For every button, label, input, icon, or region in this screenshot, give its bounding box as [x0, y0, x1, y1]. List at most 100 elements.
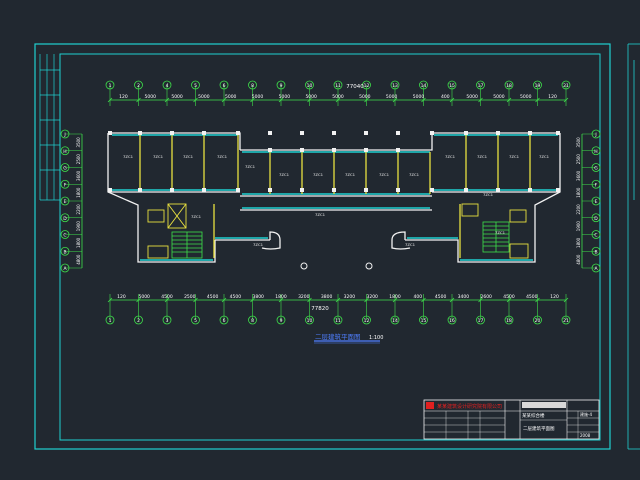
drawing-title: 二层建筑平面图 1:100 [314, 332, 383, 344]
axis-bubble [219, 315, 229, 325]
sheet-frame-inner [59, 53, 601, 441]
axis-label: 21 [563, 318, 569, 324]
span-dimension: 2200 [76, 204, 81, 215]
column [396, 148, 400, 152]
axis-bubble [476, 80, 485, 90]
span-dimension: 2500 [76, 154, 81, 165]
axis-bubble [60, 129, 70, 139]
axis-bubble [276, 315, 286, 325]
axis-label: F [64, 182, 67, 188]
span-dimension: 5000 [520, 94, 532, 100]
axis-label: 19 [535, 83, 541, 89]
dimension-tick [335, 97, 341, 103]
axis-label: 6 [223, 318, 226, 324]
room-tag: 7ZC1 [445, 154, 456, 159]
room-tag: 7ZC1 [183, 154, 194, 159]
axis-bubble [60, 146, 70, 156]
span-dimension: 3400 [458, 294, 470, 300]
span-dimension: 5000 [413, 94, 425, 100]
axis-bubble [248, 80, 257, 90]
span-dimension: 2500 [576, 154, 581, 165]
axis-label: D [594, 216, 598, 222]
axis-label: 5 [194, 83, 197, 89]
axis-label: H [594, 149, 597, 155]
axis-bubble [134, 80, 143, 90]
axis-label: G [594, 166, 598, 172]
column [332, 148, 336, 152]
sheet-date: 2008 [580, 433, 591, 438]
column [138, 131, 142, 135]
axis-bubble [248, 315, 257, 325]
axis-label: B [63, 249, 66, 255]
room-tag: 7ZC1 [315, 212, 326, 217]
dimension-tick [364, 297, 369, 303]
axis-bubble [105, 315, 115, 325]
room-tag: 7ZC1 [153, 154, 164, 159]
column [138, 188, 142, 192]
dimension-tick [421, 297, 426, 303]
axis-bubble [390, 315, 400, 325]
span-dimension: 1800 [389, 294, 401, 300]
span-dimension: 120 [548, 94, 557, 100]
span-dimension: 1900 [76, 221, 81, 232]
axis-bubble [60, 179, 70, 189]
span-dimension: 4500 [161, 294, 173, 300]
room-tag: 7ZC1 [477, 154, 488, 159]
left-dimension-chain: JHGFEDCBA3500250036001800220019001800480… [60, 129, 83, 273]
axis-label: 15 [449, 83, 455, 89]
axis-label: 17 [478, 83, 484, 89]
column [202, 131, 206, 135]
service-core-right [461, 203, 529, 259]
axis-label: D [63, 216, 67, 222]
span-dimension: 5000 [332, 94, 344, 100]
dimension-tick [535, 297, 540, 303]
axis-bubble [476, 315, 485, 325]
room-tag: 7ZC1 [253, 242, 264, 247]
span-dimension: 5000 [466, 94, 478, 100]
room-tag: 7ZC1 [495, 230, 506, 235]
span-dimension: 3200 [344, 294, 356, 300]
stair-left [171, 231, 203, 259]
right-dimension-chain: JHGFEDCBA3500250036001800220019001800480… [576, 129, 601, 273]
span-dimension: 5000 [279, 94, 291, 100]
axis-label: 5 [194, 318, 197, 324]
axis-bubble [561, 80, 571, 90]
axis-label: 13 [392, 83, 398, 89]
column [464, 131, 468, 135]
axis-bubble [105, 80, 115, 90]
span-dimension: 4800 [76, 254, 81, 265]
axis-label: 1 [109, 318, 112, 324]
axis-bubble [561, 315, 571, 325]
dimension-tick [364, 97, 369, 103]
title-block[interactable]: 某某建筑设计研究院有限公司 某某综合楼 二层建筑平面图 建施-4 2008 [423, 399, 600, 440]
span-dimension: 1800 [275, 294, 287, 300]
axis-bubble [134, 315, 143, 325]
axis-label: 18 [506, 83, 512, 89]
dimension-tick [278, 297, 284, 303]
dimension-tick [307, 97, 312, 103]
column [202, 188, 206, 192]
axis-label: 2 [137, 318, 140, 324]
axis-label: J [63, 132, 65, 138]
column [396, 131, 400, 135]
span-dimension: 2600 [480, 294, 492, 300]
room-tag: 7ZC1 [279, 172, 290, 177]
span-dimension: 3800 [321, 294, 333, 300]
axis-bubble [504, 315, 514, 325]
axis-label: 15 [421, 318, 427, 324]
dimension-tick [335, 297, 341, 303]
sheet-name: 二层建筑平面图 [523, 425, 555, 432]
room-tag: 7ZC1 [379, 172, 390, 177]
span-dimension: 1800 [576, 237, 581, 248]
axis-label: 12 [364, 318, 370, 324]
dimension-tick [392, 97, 398, 103]
dimension-tick [478, 97, 483, 103]
span-dimension: 1800 [576, 187, 581, 198]
column [364, 188, 368, 192]
axis-bubble [591, 146, 601, 156]
span-dimension: 4500 [435, 294, 447, 300]
column [268, 148, 272, 152]
dimension-tick [307, 297, 312, 303]
column [556, 188, 560, 192]
